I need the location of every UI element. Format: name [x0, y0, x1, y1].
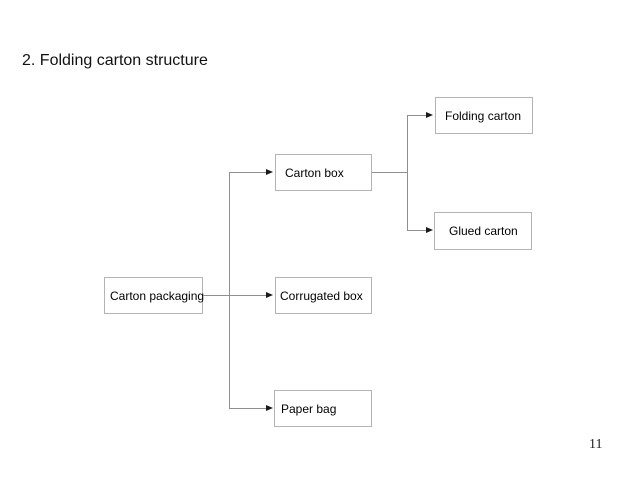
node-label: Carton box	[285, 165, 344, 180]
connector-cartonbox-stub	[372, 172, 408, 173]
node-folding-carton: Folding carton	[435, 97, 533, 134]
arrowhead-carton-box-icon	[266, 169, 273, 175]
node-label: Carton packaging	[110, 288, 205, 303]
connector-trunk-to-folding	[407, 115, 427, 116]
connector-trunk-to-paperbag	[229, 408, 267, 409]
arrowhead-corrugated-box-icon	[266, 292, 273, 298]
arrowhead-paper-bag-icon	[266, 405, 273, 411]
node-label: Corrugated box	[280, 288, 363, 303]
connector-trunk-to-cartonbox	[229, 172, 267, 173]
connector-packaging-to-corrugated	[203, 295, 267, 296]
connector-right-trunk	[407, 115, 408, 231]
node-glued-carton: Glued carton	[434, 212, 532, 250]
node-carton-packaging: Carton packaging	[104, 277, 205, 314]
node-paper-bag: Paper bag	[274, 390, 372, 427]
node-corrugated-box: Corrugated box	[275, 277, 372, 314]
node-label: Folding carton	[445, 108, 522, 123]
connector-left-trunk	[229, 172, 230, 409]
arrowhead-glued-carton-icon	[426, 227, 433, 233]
slide-title: 2. Folding carton structure	[22, 52, 208, 69]
connector-trunk-to-glued	[407, 230, 427, 231]
node-label: Paper bag	[281, 401, 337, 416]
node-carton-box: Carton box	[275, 154, 372, 191]
page-number: 11	[589, 437, 603, 452]
arrowhead-folding-carton-icon	[426, 112, 433, 118]
node-label: Glued carton	[449, 224, 518, 238]
